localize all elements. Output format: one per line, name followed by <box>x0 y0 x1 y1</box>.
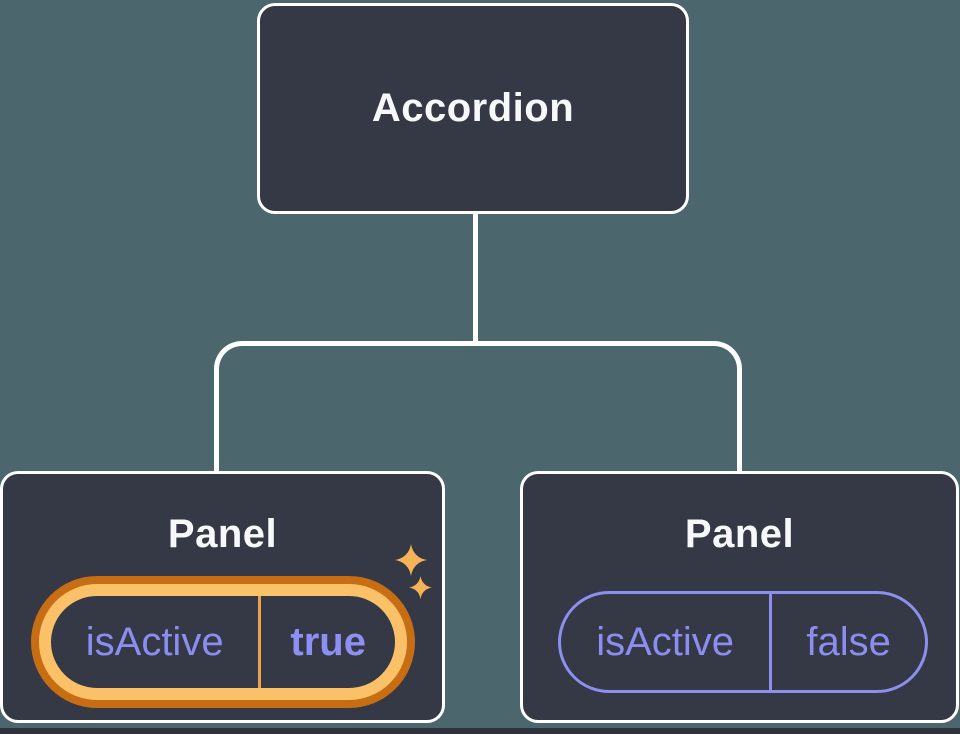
state-pill-highlighted: isActive true <box>39 584 407 700</box>
connector-bracket <box>214 341 742 472</box>
connector-stem <box>473 212 478 346</box>
panel-node-left: Panel isActive true <box>0 471 445 723</box>
state-value: false <box>769 594 925 690</box>
state-pill-plain: isActive false <box>558 591 928 693</box>
panel-node-right: Panel isActive false <box>520 471 959 723</box>
state-value: true <box>258 596 395 688</box>
panel-node-right-label: Panel <box>684 512 795 556</box>
sparkle-large-icon <box>395 544 427 576</box>
panel-node-left-label: Panel <box>167 512 278 556</box>
accordion-node: Accordion <box>257 3 689 214</box>
state-key: isActive <box>596 619 735 664</box>
state-key: isActive <box>85 619 224 664</box>
sparkle-small-icon <box>409 576 432 599</box>
accordion-node-label: Accordion <box>371 86 575 130</box>
